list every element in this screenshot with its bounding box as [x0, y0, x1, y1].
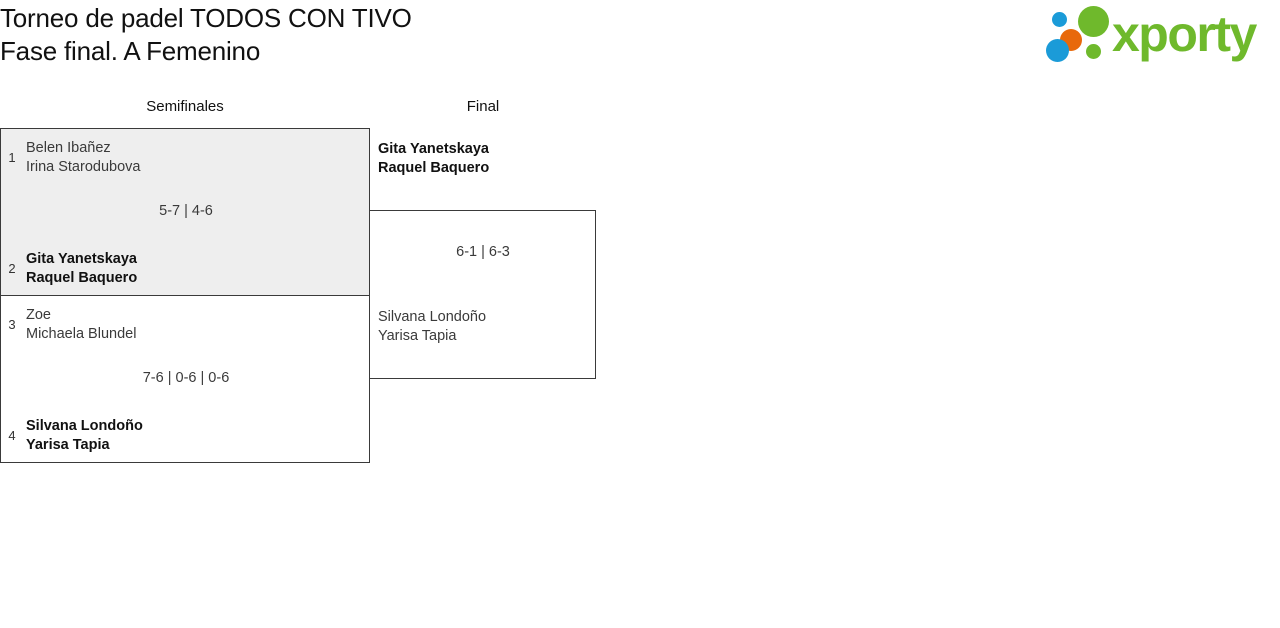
team-names: Belen Ibañez Irina Starodubova	[23, 139, 140, 177]
team-seed: 3	[8, 317, 16, 332]
match-team-slot[interactable]: 4 Silvana Londoño Yarisa Tapia	[1, 417, 143, 455]
team-player-1: Zoe	[26, 307, 51, 323]
match-team-slot[interactable]: Silvana Londoño Yarisa Tapia	[369, 308, 486, 346]
logo-dot-blue-small-icon	[1052, 12, 1067, 27]
team-names: Gita Yanetskaya Raquel Baquero	[23, 250, 137, 288]
match-score: 6-1 | 6-3	[456, 244, 510, 260]
team-player-1: Silvana Londoño	[378, 309, 487, 325]
team-names: Gita Yanetskaya Raquel Baquero	[369, 140, 489, 178]
match-score: 5-7 | 4-6	[159, 203, 213, 219]
team-names: Silvana Londoño Yarisa Tapia	[369, 308, 486, 346]
team-names: Silvana Londoño Yarisa Tapia	[23, 417, 143, 455]
logo-dot-green-large-icon	[1078, 6, 1109, 37]
team-player-1: Silvana Londoño	[26, 418, 143, 434]
logo-dot-blue-large-icon	[1046, 39, 1069, 62]
team-seed: 1	[8, 150, 16, 165]
team-player-1: Gita Yanetskaya	[26, 251, 137, 267]
team-seed: 4	[8, 428, 16, 443]
team-player-2: Irina Starodubova	[26, 159, 141, 175]
team-player-2: Yarisa Tapia	[26, 437, 110, 453]
match-box-final[interactable]	[369, 210, 596, 379]
xporty-logo[interactable]: xporty	[1046, 6, 1272, 62]
team-player-2: Yarisa Tapia	[378, 328, 457, 344]
team-player-1: Belen Ibañez	[26, 140, 111, 156]
team-names: Zoe Michaela Blundel	[23, 306, 136, 344]
round-label-final: Final	[466, 98, 500, 115]
team-seed: 2	[8, 261, 16, 276]
logo-wordmark: xporty	[1112, 6, 1257, 62]
match-score: 7-6 | 0-6 | 0-6	[142, 370, 230, 386]
team-player-2: Michaela Blundel	[26, 326, 137, 342]
page-title-line-2: Fase final. A Femenino	[0, 36, 261, 66]
match-box-semifinal-2[interactable]: 3 Zoe Michaela Blundel 7-6 | 0-6 | 0-6 4…	[0, 295, 370, 463]
match-team-slot[interactable]: 1 Belen Ibañez Irina Starodubova	[1, 139, 140, 177]
match-team-slot[interactable]: Gita Yanetskaya Raquel Baquero	[369, 140, 489, 178]
logo-dot-green-small-icon	[1086, 44, 1101, 59]
match-team-slot[interactable]: 3 Zoe Michaela Blundel	[1, 306, 136, 344]
match-box-semifinal-1[interactable]: 1 Belen Ibañez Irina Starodubova 5-7 | 4…	[0, 128, 370, 296]
logo-dots-icon	[1046, 6, 1118, 62]
team-player-2: Raquel Baquero	[378, 160, 490, 176]
team-player-1: Gita Yanetskaya	[378, 141, 489, 157]
round-label-semifinales: Semifinales	[146, 98, 224, 115]
team-player-2: Raquel Baquero	[26, 270, 138, 286]
match-team-slot[interactable]: 2 Gita Yanetskaya Raquel Baquero	[1, 250, 137, 288]
page-title-line-1: Torneo de padel TODOS CON TIVO	[0, 3, 412, 33]
page-title: Torneo de padel TODOS CON TIVO Fase fina…	[0, 2, 700, 68]
